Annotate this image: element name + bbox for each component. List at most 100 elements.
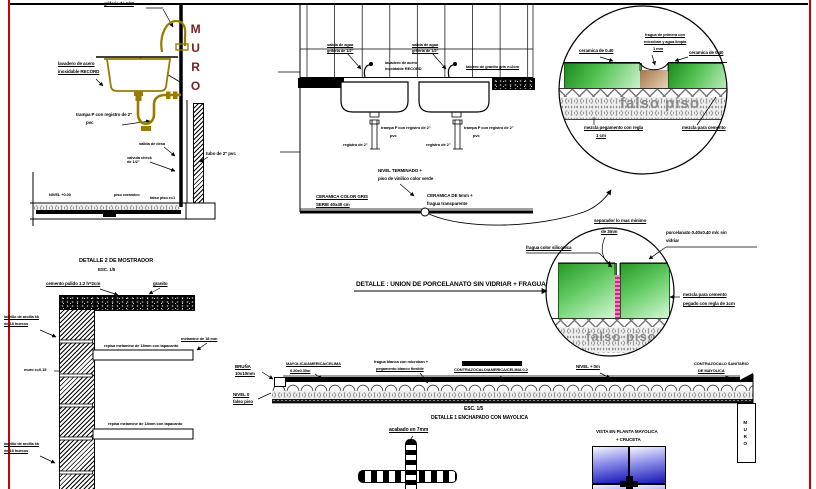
sheet-border-top bbox=[10, 3, 808, 5]
mezcla-d-1: mezcla para cemento bbox=[683, 292, 727, 297]
repisa1-label: repisa melamine de 18mm con tapacanto bbox=[104, 344, 179, 348]
nivel-terminado-1: NIVEL TERMINADO + bbox=[378, 168, 422, 173]
planta-tile-2 bbox=[629, 446, 666, 484]
ceramica-color-2: SERIE 40x40 cm bbox=[316, 202, 350, 207]
detail-circle-tile: falso piso bbox=[559, 6, 727, 174]
sink-plumbing bbox=[104, 19, 189, 131]
mostrador-brick-column bbox=[59, 309, 95, 489]
griferia-label: griferia de 1/2" bbox=[104, 1, 134, 6]
melamine-label: melamine de 18 mm bbox=[181, 336, 218, 341]
union-detalle-label: DETALLE : UNION DE PORCELANATO SIN VIDRI… bbox=[356, 281, 546, 288]
ladrillo1-l1: ladrillo de arcilla kk bbox=[4, 314, 39, 319]
mezcla-regla-1: mezcla pegamento con regla bbox=[584, 125, 643, 130]
adhesive-scallop-band bbox=[272, 382, 753, 391]
muro-e-label: muro e=0.15 bbox=[24, 367, 47, 372]
falso-piso-text: falso piso bbox=[620, 95, 701, 112]
nivel-blob: NIVEL +0.00 bbox=[49, 193, 71, 197]
mostrador-title: DETALLE 2 DE MOSTRADOR bbox=[79, 258, 154, 264]
fragua-label-2: microban y agua limpia bbox=[644, 39, 687, 44]
nivel-terminado-2: piso de vinilico color verde bbox=[378, 176, 434, 181]
counter-granite-band bbox=[492, 78, 535, 90]
valvula-blob: valvula check de 1/2" bbox=[127, 156, 152, 165]
floor-strip-linework bbox=[257, 371, 754, 404]
porcelain-circle-linework bbox=[354, 227, 757, 357]
sheet-border-right bbox=[809, 0, 811, 489]
trampa2-l1: trampa P con registro de 2" bbox=[464, 125, 514, 130]
falso-piso-band bbox=[559, 97, 727, 120]
counter-left-band bbox=[298, 78, 344, 88]
bruna-2: 10x10mm bbox=[235, 371, 255, 376]
muro-column-label: MURO bbox=[742, 420, 748, 448]
cemento-label: cemento pulido 1:2 h=2cm bbox=[46, 281, 101, 286]
porcelain-tile-right bbox=[620, 263, 670, 320]
nivel0-2: falso piso bbox=[233, 399, 254, 404]
tubo-label: tubo de 2" pvc bbox=[206, 151, 236, 156]
separador-2: de 3mm bbox=[601, 229, 618, 234]
salida-agua-right: salida de agua bbox=[412, 42, 439, 47]
lavadero-front-2: inoxidable RECORD bbox=[385, 66, 422, 71]
mostrador-esc: ESC. 1/5 bbox=[98, 267, 116, 272]
ceramica5-1: CERAMICA DE 5mm + bbox=[427, 193, 473, 198]
cruceta-vertical-bar bbox=[405, 439, 417, 489]
fragua-blanca-2: pegamento blanco flexible bbox=[376, 366, 424, 371]
falso-piso-text: falso piso bbox=[586, 329, 657, 344]
salida-agua-left: salida de agua bbox=[327, 42, 354, 47]
lavadero-label-1: lavadero de acero bbox=[58, 61, 95, 66]
contrazocalo-2b: DE MAYOLICA bbox=[698, 368, 725, 373]
porcelanato-1: porcelanato 0.40x0.40 m/c sin bbox=[666, 230, 727, 235]
cruceta-planta-linework bbox=[409, 435, 638, 489]
granito-label: granito bbox=[153, 281, 168, 286]
mayolica-1: MAYOLICA/AMERICA/CELIMA bbox=[286, 361, 341, 366]
mostrador-linework bbox=[39, 287, 208, 475]
muro-vertical-label: MURO bbox=[188, 22, 203, 98]
trampa2-l2: pvc bbox=[473, 133, 480, 138]
ladrillo1-l2: de 18 huecos bbox=[4, 321, 29, 326]
repisa2-label: repisa melamine de 18mm con tapacanto bbox=[108, 422, 183, 426]
griferia-right: griferia de 1/2" bbox=[412, 48, 439, 53]
registro2: registro de 2" bbox=[426, 142, 451, 147]
planta-title-1: VISTA EN PLANTA MAYOLICA bbox=[596, 429, 658, 434]
porcelanato-2: vidriar bbox=[666, 238, 680, 243]
griferia-left: griferia de 1/2" bbox=[327, 48, 354, 53]
ceramica-right-label: ceramica de 0.40 bbox=[689, 50, 724, 55]
counter-front-linework bbox=[278, 4, 612, 226]
mayolica-top-layer bbox=[283, 377, 740, 382]
trampa1-l1: trampa P con registro de 2" bbox=[381, 125, 431, 130]
floor-title: DETALLE 1 ENCHAPADO CON MAYOLICA bbox=[431, 415, 528, 421]
mezcla-d-2: pegado con regla de 1cm bbox=[683, 301, 735, 306]
floor-speckle-band bbox=[34, 204, 180, 210]
bruna-1: BRUÑA bbox=[235, 364, 251, 369]
floor-esc: ESC. 1/5 bbox=[464, 406, 484, 412]
mezcla-cemento-label: mezcla para cemento bbox=[682, 125, 726, 130]
trampa-label-2: pvc bbox=[86, 120, 94, 125]
lavadero-label-2: inoxidable RECORD bbox=[58, 69, 100, 74]
ceramica-color-1: CERAMICA COLOR GRIS bbox=[316, 194, 368, 199]
cruceta-label: acabado en 7mm bbox=[389, 427, 429, 433]
bruna-square bbox=[274, 377, 286, 387]
planta-title-2: + CRUCETA bbox=[616, 437, 641, 442]
mostrador-granite-top bbox=[59, 295, 195, 311]
falso-blob: falso piso e=10cm bbox=[150, 196, 175, 200]
mayolica-2: 0.20x0.30m bbox=[290, 368, 311, 373]
ceramica5-2: fragua transparente bbox=[427, 201, 468, 206]
base-band bbox=[272, 399, 753, 403]
silicone-joint-strip bbox=[615, 275, 620, 318]
floor-tile-block bbox=[103, 210, 116, 217]
separador-1: separador lo mas minimo bbox=[594, 218, 647, 223]
ladrillo2-l2: de 18 huecos bbox=[4, 448, 29, 453]
fragua-label-3: 1 mm bbox=[653, 46, 664, 51]
ceramica-left-label: ceramica de 0.40 bbox=[579, 48, 614, 53]
planta-tile-1 bbox=[592, 446, 629, 484]
nivel0-1: NIVEL 0 bbox=[233, 392, 250, 397]
salida-blob: salida de desague 2" bbox=[139, 142, 165, 146]
mezcla-regla-2: 1 cm bbox=[596, 133, 606, 138]
contrazocalo-2a: CONTRAZOCALO SANITARIO bbox=[694, 361, 749, 366]
lavadero-front-1: lavadero de acero bbox=[385, 60, 418, 65]
ladrillo2-l1: ladrillo de arcilla kk bbox=[4, 441, 39, 446]
tablero-label: tablero de granito gris e=2cm bbox=[466, 65, 520, 69]
screed-band bbox=[272, 391, 753, 399]
contrazocalo-1: CONTRAZOCALO/AMERICA/CELIMA 0.20x0.10 bbox=[454, 368, 528, 372]
muro-column bbox=[737, 403, 756, 463]
